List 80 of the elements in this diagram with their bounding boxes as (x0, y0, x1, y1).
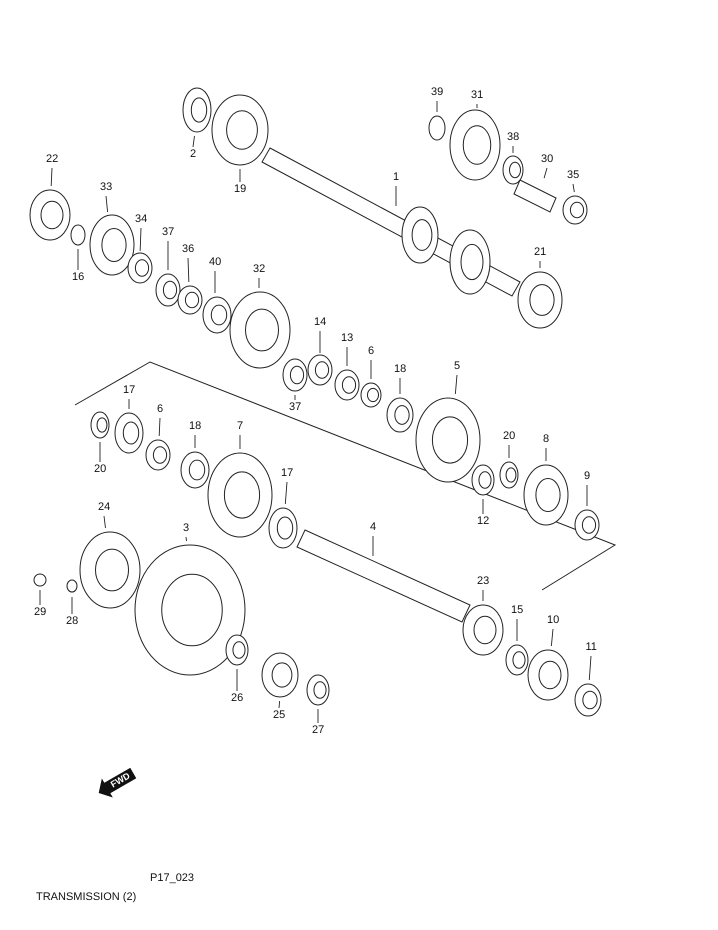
callout-number: 36 (182, 243, 194, 256)
callout-number: 21 (534, 246, 546, 259)
leader-line (104, 516, 106, 528)
leader-line (158, 418, 160, 436)
callout-number: 8 (543, 433, 550, 446)
leader-line (186, 536, 187, 542)
callout-number: 31 (471, 89, 484, 102)
leader-line (258, 278, 260, 288)
callout-number: 2 (190, 148, 196, 161)
callout-number: 6 (368, 345, 374, 358)
callout-number: 20 (94, 463, 106, 476)
leader-line (512, 146, 514, 154)
leader-line (192, 136, 195, 148)
direction-label: FWD (108, 770, 132, 790)
leader-line (188, 258, 190, 282)
callout-number: 7 (237, 420, 244, 433)
leader-line (482, 498, 484, 514)
callout-number: 11 (586, 641, 597, 654)
callout-number: 1 (393, 171, 400, 184)
leader-line (140, 228, 142, 252)
callout-number: 28 (66, 615, 78, 628)
leader-line (128, 398, 130, 410)
callout-number: 17 (281, 467, 294, 480)
leader-line (194, 434, 196, 448)
callout-number: 32 (253, 263, 266, 276)
callout-number: 3 (183, 522, 190, 535)
leader-line (346, 346, 348, 366)
leader-line (372, 536, 374, 556)
callout-number: 9 (584, 470, 590, 483)
leader-line (508, 444, 510, 458)
callout-number: 30 (541, 153, 554, 166)
callout-number: 5 (454, 360, 460, 373)
figure-title: TRANSMISSION (2) (36, 891, 136, 903)
callout-number: 15 (511, 604, 524, 617)
callout-number: 4 (370, 521, 376, 534)
callout-number: 16 (72, 271, 84, 284)
callout-number: 10 (547, 614, 560, 627)
leader-line (214, 270, 216, 294)
leader-line (550, 628, 554, 646)
callout-number: 37 (289, 401, 302, 414)
callout-number: 22 (46, 153, 58, 166)
callout-number: 13 (341, 332, 354, 345)
callout-number: 20 (503, 430, 516, 443)
callout-number: 17 (123, 384, 136, 397)
callout-number: 40 (209, 256, 222, 269)
callout-number: 26 (231, 692, 244, 705)
callout-number: 19 (234, 183, 246, 196)
callout-number: 35 (567, 169, 580, 182)
figure-code: P17_023 (150, 872, 194, 884)
leader-line (588, 656, 592, 680)
callout-number: 23 (477, 575, 490, 588)
callout-number: 14 (314, 316, 326, 329)
leader-line (586, 484, 588, 506)
leader-line (482, 590, 484, 602)
leader-line (278, 700, 280, 708)
leader-line (294, 394, 296, 400)
callout-number: 12 (477, 515, 490, 528)
callout-number: 29 (34, 606, 46, 619)
callout-number: 18 (394, 363, 406, 376)
callout-number: 37 (162, 226, 174, 239)
callout-number: 24 (98, 501, 110, 514)
callout-number: 33 (100, 181, 112, 194)
leader-line (476, 104, 478, 108)
callout-number: 6 (157, 403, 164, 416)
leader-line (284, 482, 288, 504)
callout-number: 18 (189, 420, 202, 433)
callout-number: 25 (273, 709, 286, 722)
leader-line (370, 360, 372, 380)
callout-number: 27 (312, 724, 324, 737)
leader-line (544, 168, 548, 179)
leader-line (516, 618, 518, 642)
leader-line (454, 374, 458, 394)
callout-number: 38 (507, 131, 520, 144)
leader-line (50, 168, 52, 186)
leader-line (436, 100, 438, 112)
leader-line (236, 668, 238, 692)
leader-line (572, 184, 575, 192)
callout-number: 39 (431, 86, 444, 99)
callout-number: 34 (135, 213, 148, 226)
leader-line (106, 196, 108, 212)
